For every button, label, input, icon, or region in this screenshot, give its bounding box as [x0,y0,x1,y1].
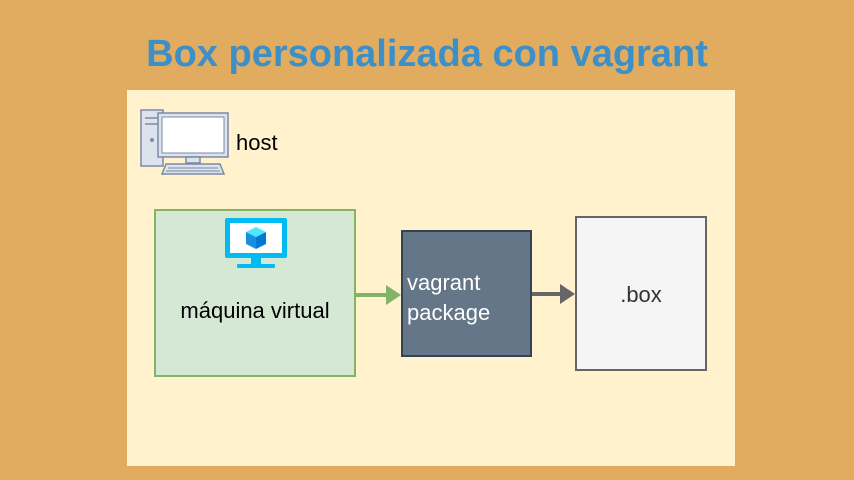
diagram-title: Box personalizada con vagrant [146,33,708,75]
virtual-machine-icon [223,216,289,272]
box-file-node [575,216,707,371]
vagrant-package-node: vagrant package [401,230,532,357]
desktop-computer-icon [140,108,230,176]
package-label-line2: package [407,300,491,325]
box-file-label: .box [620,282,662,307]
package-label-line1: vagrant [407,270,481,295]
host-label: host [236,130,278,155]
virtual-machine-label: máquina virtual [180,298,330,323]
